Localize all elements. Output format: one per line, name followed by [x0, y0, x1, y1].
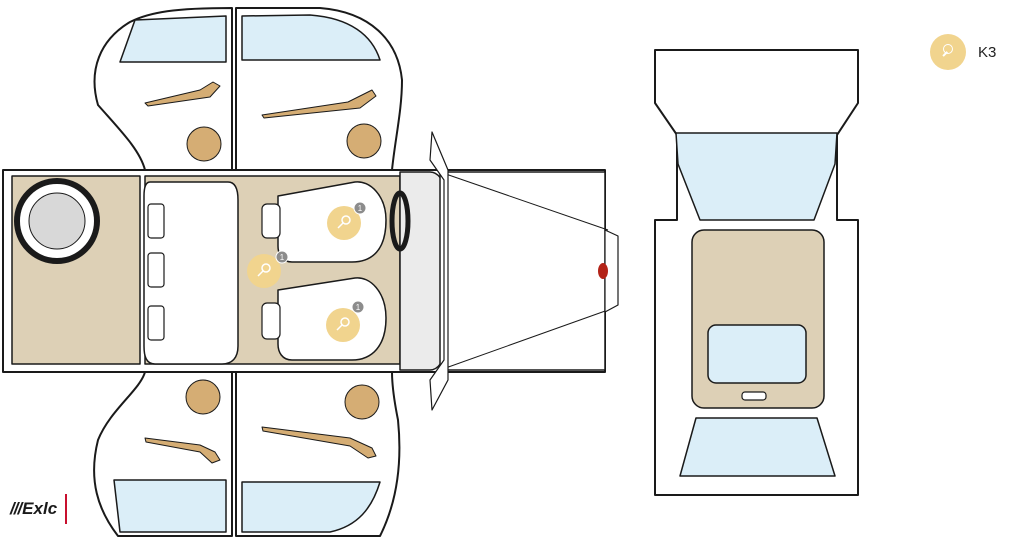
logo-bars: ///	[10, 499, 22, 518]
windshield-glass	[675, 132, 838, 221]
hood	[439, 171, 606, 371]
key-icon: 1	[246, 250, 289, 289]
badge-count: 1	[280, 253, 285, 262]
logo: /// Exlc	[10, 494, 68, 524]
car-roof-view	[654, 49, 859, 496]
logo-text: Exlc	[22, 499, 58, 518]
sunroof	[707, 324, 807, 384]
key-icon: 1	[326, 201, 367, 241]
wheel-icon	[14, 178, 100, 264]
legend: K3	[930, 34, 996, 70]
car-unfolded-view	[2, 7, 619, 537]
rear-window-glass	[679, 417, 836, 477]
rear-bench-seat	[143, 181, 239, 365]
badge-count: 1	[358, 204, 363, 213]
legend-label: K3	[978, 43, 997, 61]
key-icon	[930, 34, 966, 70]
tail-light	[598, 263, 608, 279]
steering-wheel	[389, 190, 411, 252]
key-icon: 1	[325, 300, 365, 343]
badge-count: 1	[356, 303, 361, 312]
logo-divider	[65, 494, 68, 524]
